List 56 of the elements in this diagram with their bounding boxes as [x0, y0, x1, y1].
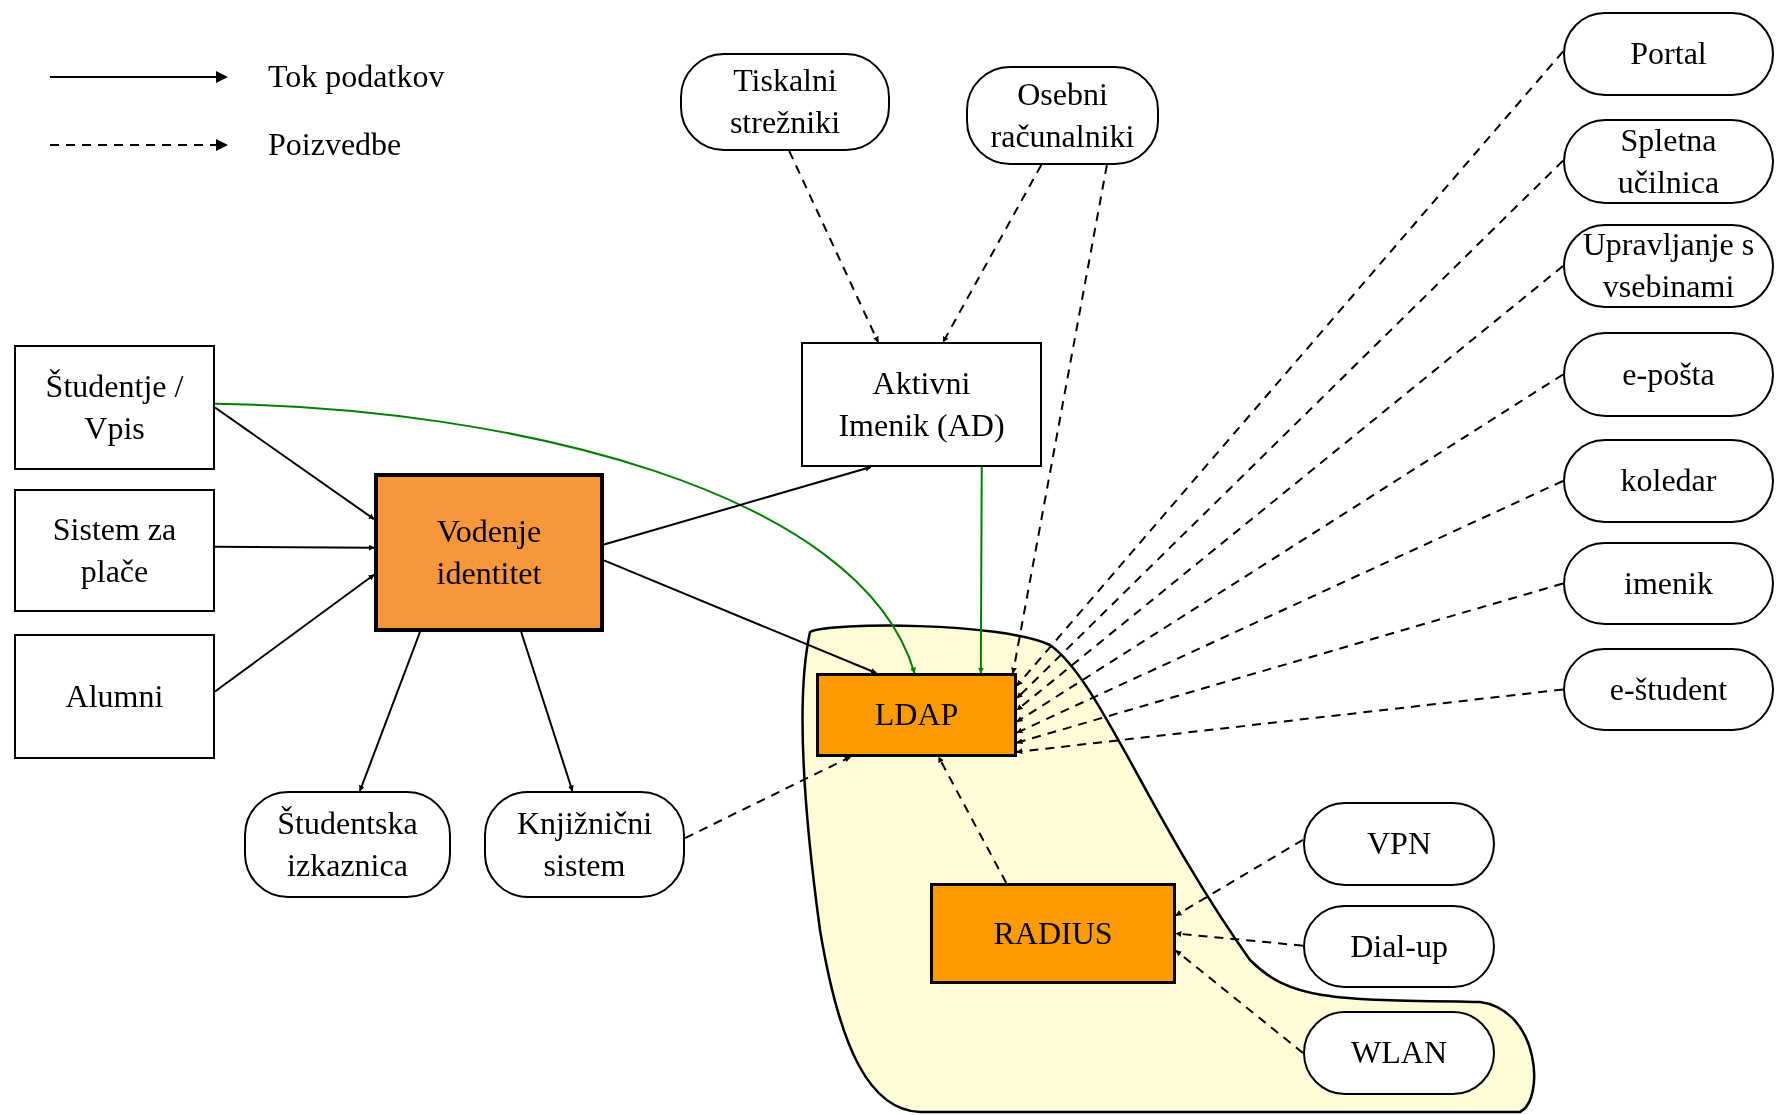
node-label: Vodenje identitet: [435, 511, 543, 593]
node-label: Tiskalni strežniki: [728, 61, 842, 142]
arrow: [603, 559, 878, 674]
arrow: [1016, 582, 1564, 745]
process-box: [801, 342, 1042, 467]
arrow: [1011, 164, 1108, 674]
node-label: Spletna učilnica: [1616, 120, 1721, 202]
arrow: [1175, 838, 1304, 917]
arrow: [977, 466, 984, 674]
arrow: [1016, 265, 1564, 711]
node-label: Aktivni Imenik (AD): [837, 363, 1006, 445]
node-label: VPN: [1367, 824, 1431, 864]
arrow: [1175, 931, 1304, 947]
arrow: [520, 631, 574, 792]
rounded-node: [244, 791, 451, 898]
node-label: Alumni: [65, 676, 164, 716]
arrow: [358, 631, 421, 792]
legend-label: Poizvedbe: [268, 126, 402, 163]
node-label: RADIUS: [993, 913, 1113, 953]
node-label: Portal: [1630, 34, 1707, 74]
process-box: [14, 489, 215, 612]
arrow: [937, 756, 1008, 884]
node-label: Študentska izkaznica: [276, 803, 419, 885]
node-label: imenik: [1624, 563, 1713, 603]
arrow: [684, 756, 852, 840]
node-label: e-pošta: [1622, 354, 1715, 394]
arrow: [214, 402, 916, 674]
arrow: [1175, 949, 1304, 1054]
arrow: [942, 164, 1043, 343]
process-box: [374, 473, 604, 632]
process-box: [930, 883, 1176, 984]
node-label: Študentje / Vpis: [44, 366, 185, 448]
arrow: [214, 544, 375, 551]
arrow: [788, 150, 880, 343]
arrow: [1016, 159, 1564, 700]
arrow: [603, 465, 872, 546]
arrow: [1016, 50, 1564, 687]
node-label: WLAN: [1351, 1033, 1447, 1073]
node-label: Upravljanje s vsebinami: [1581, 225, 1756, 306]
arrow: [214, 573, 375, 693]
arrow: [1016, 480, 1564, 734]
arrow: [1016, 688, 1564, 755]
node-label: Knjižnični sistem: [515, 803, 654, 885]
node-label: Osebni računalniki: [989, 74, 1136, 156]
arrow: [1016, 373, 1564, 723]
process-box: [816, 673, 1017, 757]
rounded-node: [484, 791, 685, 898]
process-box: [14, 634, 215, 759]
arrow: [214, 406, 375, 521]
node-label: Dial-up: [1350, 926, 1448, 966]
legend-label: Tok podatkov: [268, 58, 445, 95]
node-label: Sistem za plače: [51, 509, 178, 591]
node-label: koledar: [1620, 461, 1717, 501]
node-label: e-študent: [1609, 669, 1728, 709]
process-box: [14, 345, 215, 470]
node-label: LDAP: [874, 695, 959, 735]
